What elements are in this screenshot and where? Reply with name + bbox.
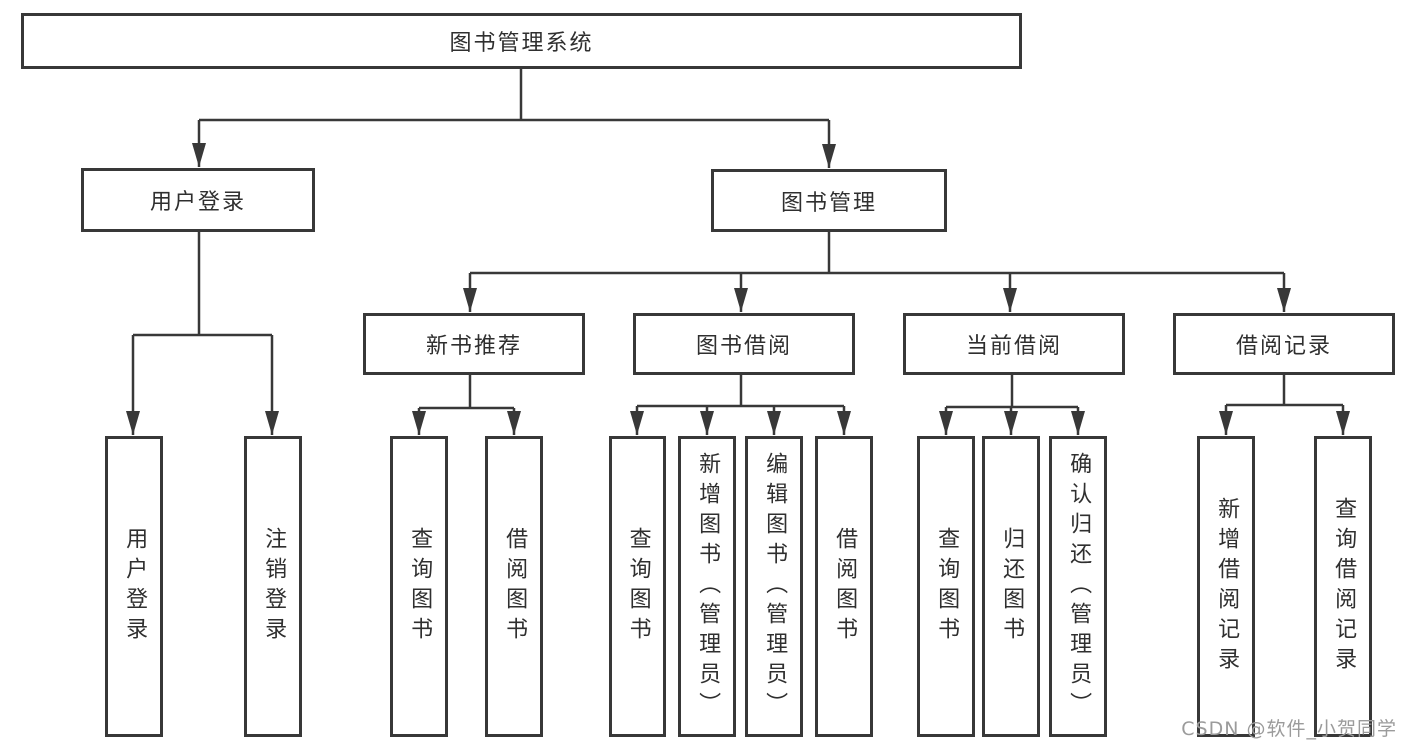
node-leaf-query-book-borrow: 查询图书 xyxy=(609,436,666,737)
node-leaf-edit-book-admin: 编辑图书（管理员） xyxy=(745,436,803,737)
node-leaf-borrow-book: 借阅图书 xyxy=(815,436,873,737)
node-new-book-recommend: 新书推荐 xyxy=(363,313,585,375)
node-leaf-confirm-return-admin: 确认归还（管理员） xyxy=(1049,436,1107,737)
node-leaf-query-book-current: 查询图书 xyxy=(917,436,975,737)
node-leaf-add-borrow-record: 新增借阅记录 xyxy=(1197,436,1255,737)
node-root-library-system: 图书管理系统 xyxy=(21,13,1022,69)
node-leaf-query-borrow-record: 查询借阅记录 xyxy=(1314,436,1372,737)
node-user-login: 用户登录 xyxy=(81,168,315,232)
node-leaf-logout: 注销登录 xyxy=(244,436,302,737)
node-leaf-query-book-recommend: 查询图书 xyxy=(390,436,448,737)
node-leaf-return-book: 归还图书 xyxy=(982,436,1040,737)
node-leaf-borrow-book-recommend: 借阅图书 xyxy=(485,436,543,737)
node-book-borrow: 图书借阅 xyxy=(633,313,855,375)
node-leaf-user-login: 用户登录 xyxy=(105,436,163,737)
node-leaf-add-book-admin: 新增图书（管理员） xyxy=(678,436,736,737)
csdn-watermark: CSDN @软件_小贺同学 xyxy=(1181,718,1397,740)
node-borrow-records: 借阅记录 xyxy=(1173,313,1395,375)
node-current-borrow: 当前借阅 xyxy=(903,313,1125,375)
node-book-management: 图书管理 xyxy=(711,169,947,232)
